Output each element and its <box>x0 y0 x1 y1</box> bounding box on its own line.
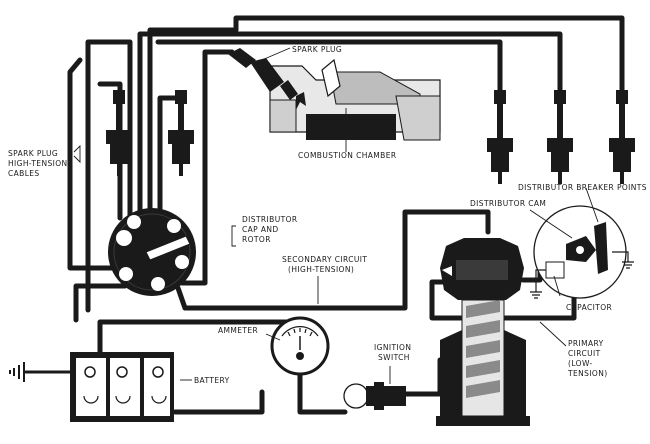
key-icon <box>343 383 369 409</box>
spark-plugs-right <box>487 90 635 184</box>
label-cables-line1: SPARK PLUG <box>8 149 58 158</box>
distributor-cap <box>108 208 196 296</box>
spark-plug-icon <box>487 90 513 184</box>
label-secondary-line2: (HIGH-TENSION) <box>288 265 354 274</box>
cable-outer-left-2 <box>73 283 128 323</box>
cap-terminal <box>175 255 189 269</box>
spark-plug-icon <box>168 90 194 176</box>
ignition-switch <box>343 382 406 410</box>
spark-plug-icon <box>609 90 635 184</box>
cable-to-plug-6 <box>147 15 625 256</box>
primary-circuit-wire <box>429 279 577 321</box>
label-ignition-line1: IGNITION <box>374 343 411 352</box>
label-primary-line4: TENSION) <box>567 369 608 378</box>
label-battery: BATTERY <box>194 376 230 385</box>
label-ignition-line2: SWITCH <box>378 353 410 362</box>
label-spark-plug: SPARK PLUG <box>292 45 342 54</box>
spark-plug-icon <box>547 90 573 184</box>
ground-icon <box>530 291 542 299</box>
label-primary-line3: (LOW- <box>568 359 593 368</box>
spark-plug-icon <box>228 48 256 68</box>
cap-terminal <box>151 277 165 291</box>
label-cables-line2: HIGH-TENSION <box>8 159 68 168</box>
cable-to-plug-2 <box>157 95 183 218</box>
label-primary-line2: CIRCUIT <box>568 349 601 358</box>
cap-terminal <box>127 215 141 229</box>
cable-to-plug-5 <box>137 31 563 251</box>
ignition-coil <box>436 238 530 426</box>
cable-to-main-plug <box>179 49 235 286</box>
leader-lines <box>73 47 599 384</box>
label-cables-line3: CABLES <box>8 169 40 178</box>
label-ammeter: AMMETER <box>218 326 258 335</box>
labels: SPARK PLUG SPARK PLUG HIGH-TENSION CABLE… <box>8 45 647 385</box>
spark-plug-main <box>228 48 306 110</box>
label-distributor-cam: DISTRIBUTOR CAM <box>470 199 546 208</box>
label-primary-line1: PRIMARY <box>568 339 604 348</box>
cap-terminal <box>167 219 181 233</box>
cable-to-plug-4 <box>155 39 503 93</box>
rotor <box>145 235 191 261</box>
cap-terminal <box>116 230 132 246</box>
ammeter <box>270 316 330 376</box>
label-distributor-line3: ROTOR <box>242 235 271 244</box>
spark-icon <box>296 92 306 110</box>
capacitor-icon <box>545 261 565 279</box>
secondary-circuit-wire <box>175 209 491 311</box>
cap-terminal <box>119 267 133 281</box>
battery-top-wire <box>97 319 303 355</box>
label-secondary-line1: SECONDARY CIRCUIT <box>282 255 367 264</box>
label-distributor-line2: CAP AND <box>242 225 279 234</box>
label-breaker-points: DISTRIBUTOR BREAKER POINTS <box>518 183 647 192</box>
breaker-arm <box>594 222 608 274</box>
spark-plug-icon <box>106 90 132 176</box>
label-combustion-chamber: COMBUSTION CHAMBER <box>298 151 396 160</box>
cable-outer-left <box>67 57 121 271</box>
piston <box>306 114 396 140</box>
combustion-chamber <box>269 58 441 141</box>
ammeter-to-switch <box>297 369 348 415</box>
switch-to-coil <box>401 357 443 397</box>
distributor-breaker <box>530 205 634 299</box>
label-capacitor: CAPACITOR <box>566 303 612 312</box>
battery-to-ammeter <box>172 389 265 415</box>
ground-icon <box>9 362 72 382</box>
label-distributor-line1: DISTRIBUTOR <box>242 215 297 224</box>
spark-plugs-left <box>106 90 194 176</box>
valve <box>321 58 341 98</box>
battery <box>70 352 174 422</box>
